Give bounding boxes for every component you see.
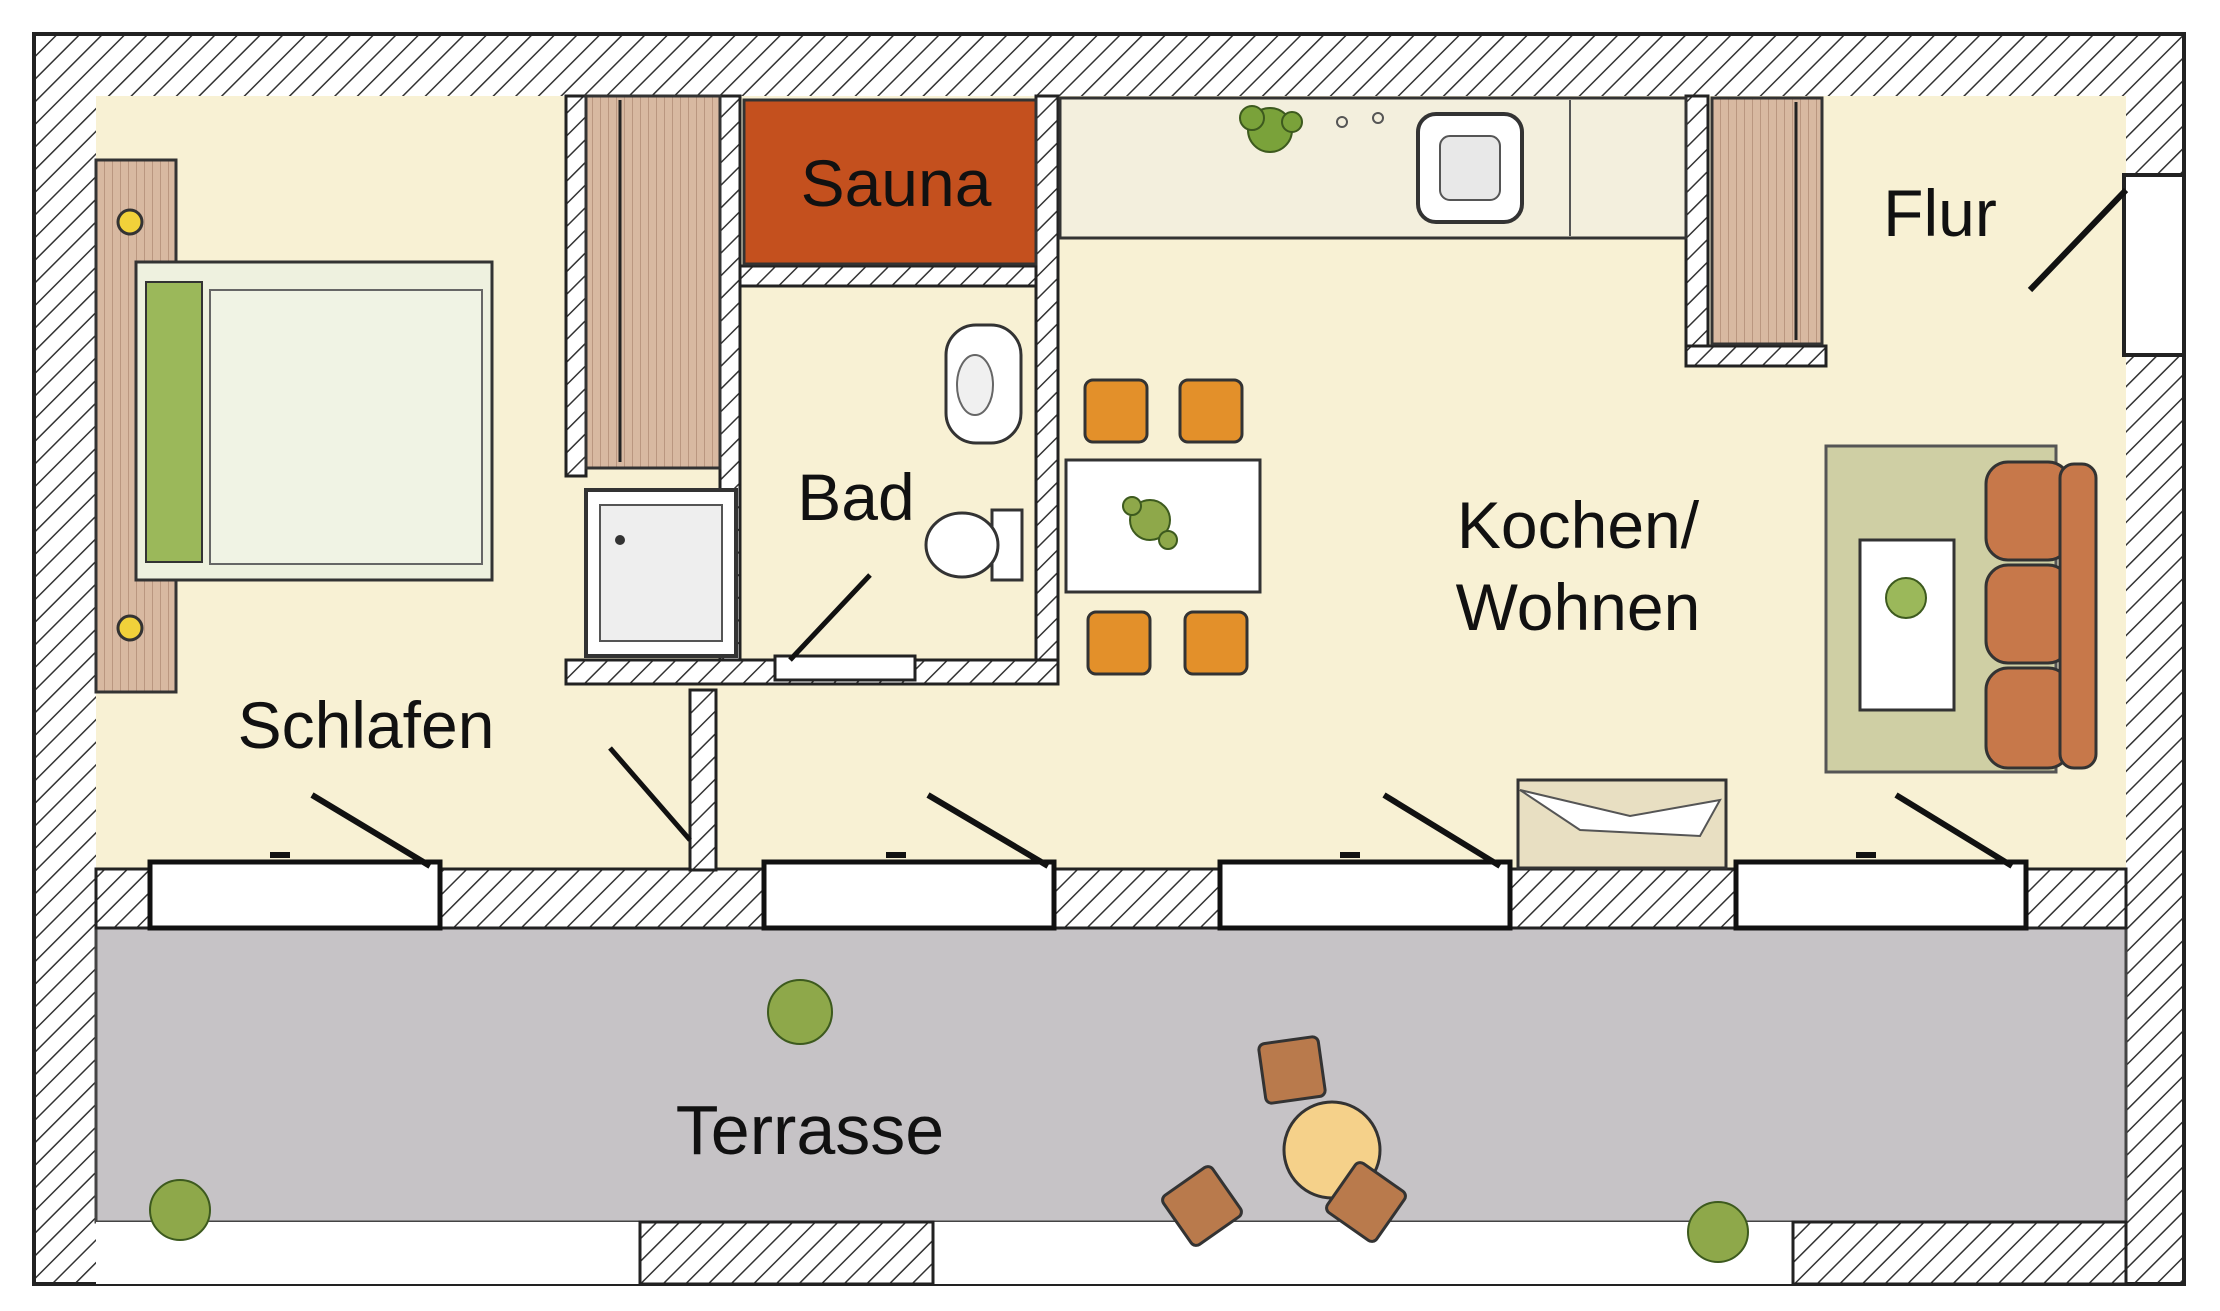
terrace-wall-segment-right: [1791, 1220, 2128, 1286]
label-flur: Flur: [1883, 176, 1997, 250]
door-swings: [270, 792, 2014, 869]
terrace-wall-segment-mid: [638, 1220, 935, 1286]
dining-table: [1064, 458, 1262, 594]
terrace-floor: [94, 926, 2128, 1224]
toilet-bowl: [924, 511, 1000, 579]
interior-walls: [564, 94, 1828, 872]
bed-duvet: [209, 289, 483, 565]
label-kochen: Kochen/: [1457, 488, 1700, 562]
terrace-door-1[interactable]: [147, 859, 443, 931]
terrace-door-2[interactable]: [761, 859, 1057, 931]
table-plant: [1122, 496, 1178, 550]
wardrobe: [584, 94, 722, 470]
bathroom-door[interactable]: [773, 654, 917, 682]
terrace-door-3[interactable]: [1217, 859, 1513, 931]
nightstand-lamp-bottom: [116, 614, 144, 642]
terrace-plant-3: [1687, 1201, 1749, 1263]
terrace-plant-1: [767, 979, 833, 1045]
label-bad: Bad: [797, 460, 914, 534]
dining-chairs: [1083, 378, 1249, 676]
counter-plant: [1239, 105, 1303, 153]
bed-pillows: [145, 281, 203, 563]
bedroom-door-swing: [608, 746, 692, 842]
terrace-doors: [147, 859, 2029, 931]
coffee-table: [1858, 538, 1956, 712]
label-wohnen: Wohnen: [1456, 570, 1701, 644]
entry-door-swing: [2027, 187, 2129, 293]
label-schlafen: Schlafen: [238, 688, 495, 762]
kitchen-counter: [1058, 96, 1688, 240]
sofa: [1984, 460, 2098, 770]
hallway-closet: [1710, 96, 1824, 346]
nightstand-lamp-top: [116, 208, 144, 236]
bathroom-door-swing: [788, 573, 872, 662]
shower-drain: [615, 535, 625, 545]
terrace-plants: [149, 979, 1749, 1263]
terrace-plant-2: [149, 1179, 211, 1241]
label-sauna: Sauna: [801, 146, 992, 220]
right-window[interactable]: [2122, 173, 2186, 357]
coffee-table-plant: [1885, 577, 1927, 619]
label-terrasse: Terrasse: [676, 1091, 944, 1169]
sauna-room: [742, 98, 1038, 266]
terrace-door-4[interactable]: [1733, 859, 2029, 931]
terrace-chairs: [1161, 1035, 1407, 1247]
